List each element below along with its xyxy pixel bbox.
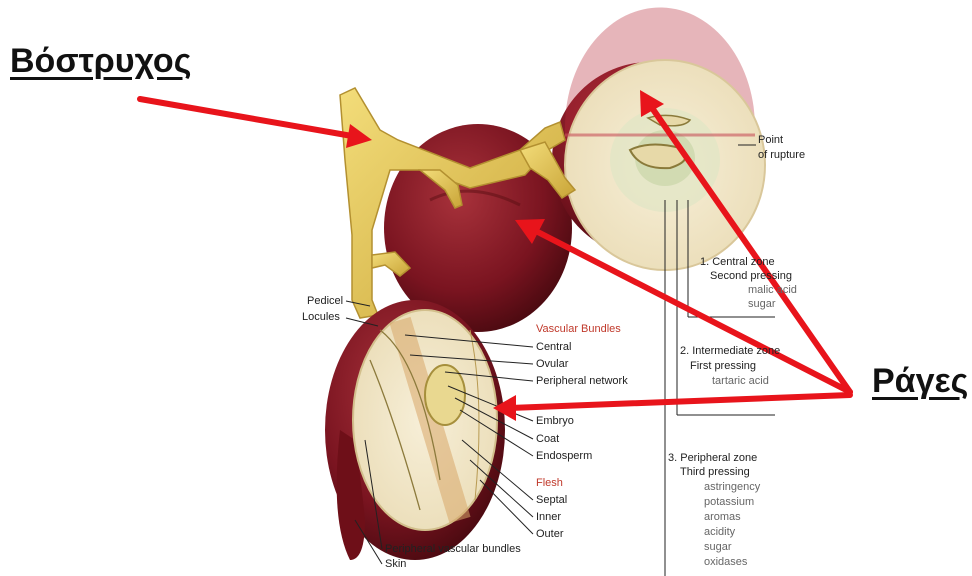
central-zone-pressing: Second pressing xyxy=(710,269,792,283)
flesh-heading: Flesh xyxy=(536,476,563,490)
embryo-label: Embryo xyxy=(536,414,574,428)
peripheral-zone-pressing: Third pressing xyxy=(680,465,750,479)
septal-label: Septal xyxy=(536,493,567,507)
pedicel-label: Pedicel xyxy=(307,294,343,308)
locules-label: Locules xyxy=(302,310,340,324)
bottom-left-berry xyxy=(325,300,505,560)
intermediate-zone-title: 2. Intermediate zone xyxy=(680,344,780,358)
point-label: Point xyxy=(758,133,783,147)
peripheral-zone-item: sugar xyxy=(704,540,732,554)
rupture-label: of rupture xyxy=(758,148,805,162)
top-right-berry xyxy=(552,7,765,270)
vascular-bundles-heading: Vascular Bundles xyxy=(536,322,621,336)
ovular-label: Ovular xyxy=(536,357,568,371)
peripheral-zone-item: potassium xyxy=(704,495,754,509)
inner-label: Inner xyxy=(536,510,561,524)
stem-title: Βόστρυχος xyxy=(10,42,191,81)
central-label: Central xyxy=(536,340,571,354)
peripheral-network-label: Peripheral network xyxy=(536,374,628,388)
skin-label: Skin xyxy=(385,557,406,571)
berries-title: Ράγες xyxy=(872,362,968,401)
peripheral-zone-item: oxidases xyxy=(704,555,747,569)
peripheral-zone-item: aromas xyxy=(704,510,741,524)
peripheral-zone-item: astringency xyxy=(704,480,760,494)
central-zone-item: malic acid xyxy=(748,283,797,297)
peripheral-zone-title: 3. Peripheral zone xyxy=(668,451,757,465)
coat-label: Coat xyxy=(536,432,559,446)
peripheral-vascular-bundles-label: Peripheral vascular bundles xyxy=(385,542,521,556)
outer-label: Outer xyxy=(536,527,564,541)
central-zone-item: sugar xyxy=(748,297,776,311)
intermediate-zone-pressing: First pressing xyxy=(690,359,756,373)
endosperm-label: Endosperm xyxy=(536,449,592,463)
central-zone-title: 1. Central zone xyxy=(700,255,775,269)
intermediate-zone-item: tartaric acid xyxy=(712,374,769,388)
peripheral-zone-item: acidity xyxy=(704,525,735,539)
